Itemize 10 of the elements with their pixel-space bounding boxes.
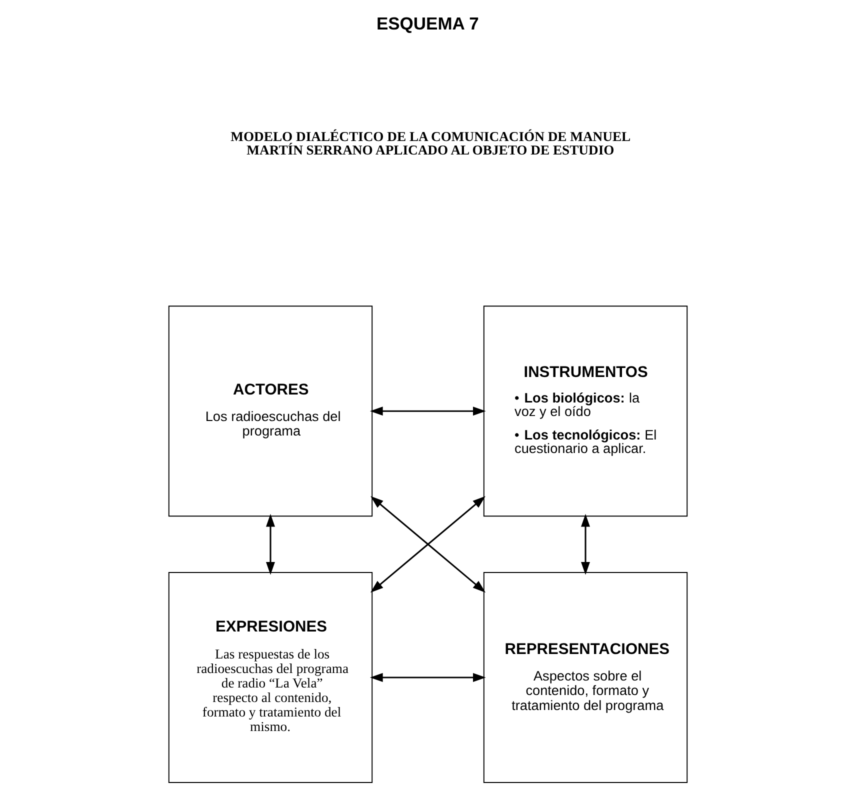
node-box: EXPRESIONES Las respuestas de los radioescuchas del programa de radio “La Vela” respecto al contenido, formato y tratamiento del mismo. [168,572,373,783]
diagram-title: ESQUEMA 7 [376,13,479,34]
arrow [370,406,486,416]
node-box: ACTORES Los radioescuchas del programa [168,306,373,517]
arrow [370,673,486,682]
node-box: INSTRUMENTOS • Los biológicos: la voz y el oído • Los tecnológicos: El cuestionario a aplicar. [483,306,688,517]
arrow [581,514,590,575]
node-box: REPRESENTACIONES Aspectos sobre el contenido, formato y tratamiento del programa [483,572,688,783]
arrow [266,514,275,575]
label: MODELO DIALÉCTICO DE LA COMUNICACIÓN DE MANUEL MARTÍN SERRANO APLICADO AL OBJETO DE ESTUDIO [230,129,631,158]
